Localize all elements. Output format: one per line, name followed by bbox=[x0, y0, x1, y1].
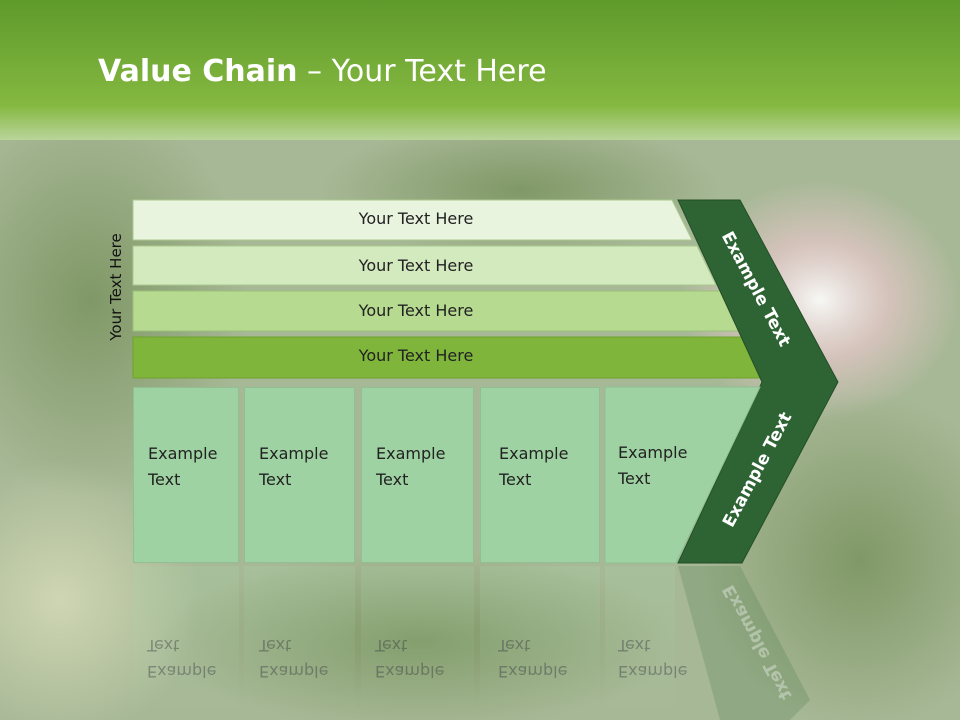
row-label-2: Your Text Here bbox=[358, 256, 474, 275]
column-1-line1: Example bbox=[148, 444, 218, 463]
column-5-line2: Text bbox=[618, 469, 651, 488]
chevron-reflection bbox=[678, 566, 810, 720]
mirror-text-1: Text bbox=[147, 636, 180, 655]
mirror-text-5: Text bbox=[618, 636, 651, 655]
column-2-line2: Text bbox=[259, 470, 292, 489]
column-box-4: Example Text bbox=[480, 387, 600, 563]
column-reflection-3 bbox=[361, 566, 474, 720]
mirror-text-4: Text bbox=[498, 636, 531, 655]
title-rest: – Your Text Here bbox=[297, 54, 547, 89]
mirror-text-1b: Example bbox=[147, 662, 217, 681]
column-3-line2: Text bbox=[376, 470, 409, 489]
column-reflection-5 bbox=[605, 566, 675, 720]
chevron-shape bbox=[677, 199, 839, 564]
column-5-line1: Example bbox=[618, 443, 688, 462]
row-bar-1 bbox=[132, 199, 693, 241]
column-3-line1: Example bbox=[376, 444, 446, 463]
column-4-line1: Example bbox=[499, 444, 569, 463]
column-reflection-2 bbox=[244, 566, 355, 720]
row-bar-2 bbox=[132, 245, 717, 286]
last-column-shape bbox=[604, 386, 761, 564]
column-1-line2: Text bbox=[148, 470, 181, 489]
mirror-text-5b: Example bbox=[618, 662, 688, 681]
page-title: Value Chain – Your Text Here bbox=[98, 54, 547, 89]
column-reflection-1 bbox=[133, 566, 239, 720]
column-box-2: Example Text bbox=[244, 387, 355, 563]
column-box-3: Example Text bbox=[361, 387, 474, 563]
mirror-text-2: Text bbox=[259, 636, 292, 655]
mirror-text-3: Text bbox=[375, 636, 408, 655]
column-box-1: Example Text bbox=[133, 387, 239, 563]
column-4-line2: Text bbox=[499, 470, 532, 489]
column-reflection-4 bbox=[480, 566, 600, 720]
title-bold: Value Chain bbox=[98, 54, 298, 89]
row-label-3: Your Text Here bbox=[358, 301, 474, 320]
mirror-text-4b: Example bbox=[498, 662, 568, 681]
row-label-1: Your Text Here bbox=[358, 209, 474, 228]
column-box-5: Example Text bbox=[605, 387, 725, 563]
mirror-text-3b: Example bbox=[375, 662, 445, 681]
mirror-text-2b: Example bbox=[259, 662, 329, 681]
column-2-line1: Example bbox=[259, 444, 329, 463]
row-label-4: Your Text Here bbox=[358, 346, 474, 365]
